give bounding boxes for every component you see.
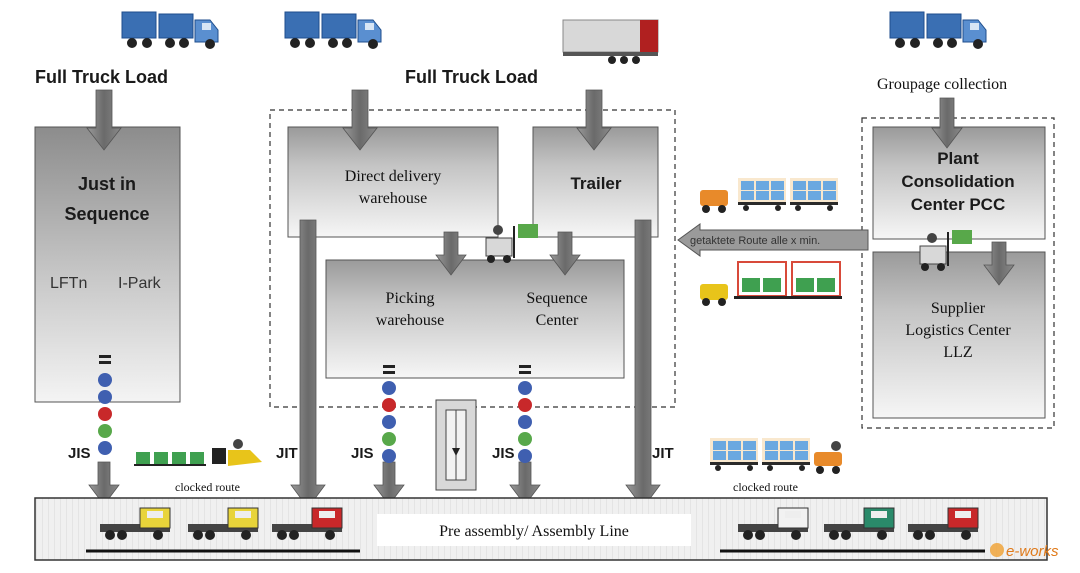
jis-title-line2: Sequence: [64, 204, 149, 224]
label-full-truck-load-left: Full Truck Load: [35, 67, 168, 87]
label-full-truck-load-center: Full Truck Load: [405, 67, 538, 87]
arrow-down-icon: [86, 89, 122, 151]
label-groupage-collection: Groupage collection: [877, 76, 1007, 93]
label-jis: JIS: [351, 445, 374, 462]
truck-icon: [284, 11, 382, 50]
assembly-line-label: Pre assembly/ Assembly Line: [439, 523, 629, 540]
elevator-icon: [435, 399, 477, 491]
arrow-down-long-icon: [290, 219, 326, 509]
pcc-group: [861, 117, 1055, 429]
just-in-sequence-box: [34, 126, 181, 403]
watermark: e-works: [990, 543, 1059, 560]
truck-icon: [121, 11, 219, 50]
pcc-box: [872, 126, 1046, 240]
trailer-label: Trailer: [570, 174, 621, 193]
llz-line1: Supplier: [931, 300, 986, 317]
pcc-line2: Consolidation: [901, 172, 1014, 191]
forklift-icon: [485, 224, 538, 263]
arrow-down-icon: [342, 89, 378, 151]
arrow-down-icon: [931, 97, 963, 149]
tugger-train-icon: [700, 261, 842, 306]
arrow-down-icon: [549, 231, 581, 276]
trailer-icon: [562, 19, 659, 64]
arrow-down-long-icon: [625, 219, 661, 509]
label-lftn: LFTn: [50, 275, 87, 292]
arrow-down-icon: [373, 461, 405, 506]
sequence-line1: Sequence: [526, 290, 587, 307]
arrow-down-icon: [509, 461, 541, 506]
sequence-ball-column: [98, 355, 112, 455]
direct-delivery-line1: Direct delivery: [345, 168, 441, 185]
arrow-down-icon: [576, 89, 612, 151]
clocked-route-left: clocked route: [175, 480, 240, 494]
tugger-train-icon: [700, 178, 838, 213]
label-jis: JIS: [492, 445, 515, 462]
sequence-ball-column: [382, 365, 396, 463]
picking-line1: Picking: [386, 290, 435, 307]
llz-line2: Logistics Center: [905, 322, 1011, 339]
picking-line2: warehouse: [376, 312, 444, 329]
arrow-down-icon: [435, 231, 467, 276]
arrow-down-icon: [983, 241, 1015, 286]
label-jit: JIT: [652, 445, 674, 462]
assembly-line-label-bg: [377, 514, 691, 546]
label-ipark: I-Park: [118, 275, 162, 292]
route-label: getaktete Route alle x min.: [690, 235, 820, 247]
sequence-line2: Center: [536, 312, 579, 329]
pcc-line3: Center PCC: [911, 195, 1005, 214]
jis-title-line1: Just in: [78, 174, 136, 194]
truck-icon: [889, 11, 987, 50]
picking-sequence-box: [325, 259, 625, 379]
llz-box: [872, 251, 1046, 419]
pcc-line1: Plant: [937, 149, 979, 168]
llz-line3: LLZ: [943, 344, 972, 361]
watermark-text: e-works: [1006, 543, 1059, 560]
clocked-route-right: clocked route: [733, 480, 798, 494]
label-jis: JIS: [68, 445, 91, 462]
route-arrow: getaktete Route alle x min.: [677, 223, 869, 257]
tugger-train-icon: [710, 438, 842, 474]
direct-delivery-warehouse-box: [287, 126, 499, 238]
tugger-train-icon: [134, 439, 262, 466]
direct-delivery-line2: warehouse: [359, 190, 427, 207]
forklift-icon: [919, 230, 972, 271]
sequence-ball-column: [518, 365, 532, 463]
label-jit: JIT: [276, 445, 298, 462]
arrow-down-icon: [88, 461, 120, 506]
